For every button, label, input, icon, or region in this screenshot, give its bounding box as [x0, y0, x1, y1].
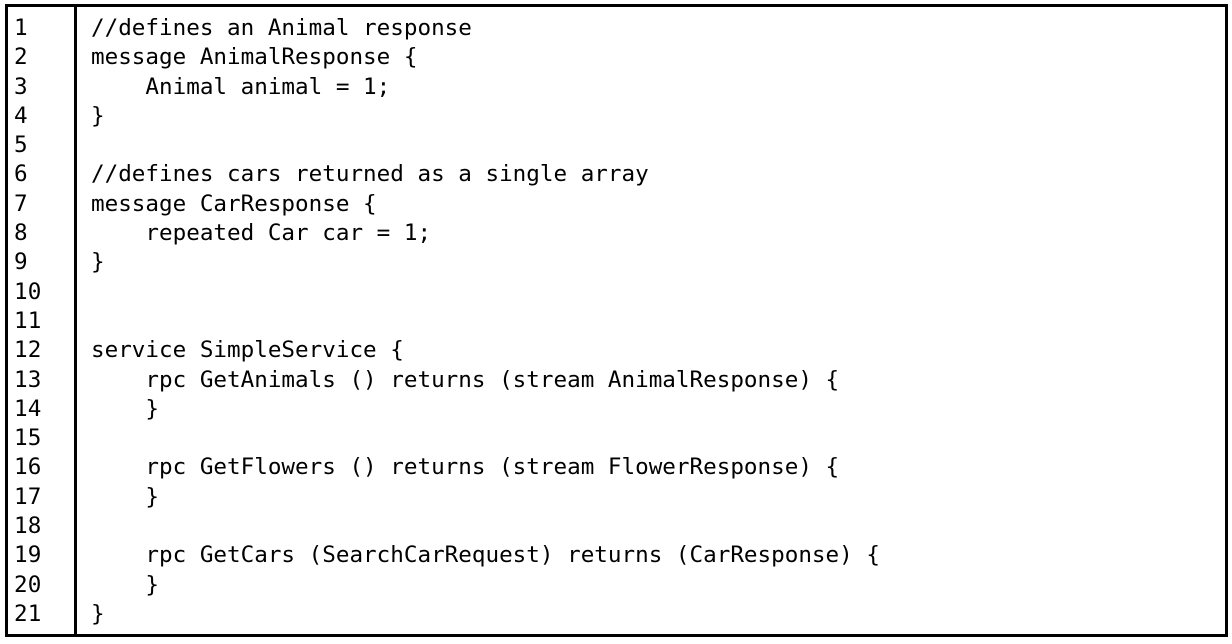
line-number: 17: [14, 483, 42, 510]
code-line[interactable]: //defines cars returned as a single arra…: [91, 161, 649, 188]
line-number: 1: [14, 15, 28, 41]
code-line[interactable]: repeated Car car = 1;: [91, 220, 432, 247]
line-number: 4: [14, 102, 28, 129]
line-number: 9: [14, 249, 28, 276]
code-line[interactable]: [91, 278, 1225, 307]
line-number: 13: [14, 366, 42, 393]
line-number: 2: [14, 44, 28, 71]
line-number: 15: [14, 425, 42, 452]
code-line[interactable]: }: [91, 600, 105, 627]
code-line[interactable]: [91, 307, 1225, 336]
line-number: 11: [14, 307, 42, 334]
code-line[interactable]: [91, 131, 1225, 160]
line-number: 5: [14, 132, 28, 159]
code-content[interactable]: //defines an Animal response message Anim…: [77, 7, 1225, 634]
code-line[interactable]: service SimpleService {: [91, 337, 404, 364]
line-number: 8: [14, 220, 28, 247]
code-line[interactable]: }: [91, 395, 160, 422]
code-line[interactable]: }: [91, 249, 105, 276]
line-number: 14: [14, 395, 42, 422]
code-line[interactable]: }: [91, 102, 105, 129]
code-line[interactable]: message AnimalResponse {: [91, 44, 418, 71]
line-number: 18: [14, 513, 42, 540]
line-number: 6: [14, 161, 28, 188]
code-line[interactable]: rpc GetFlowers () returns (stream Flower…: [91, 454, 840, 481]
line-number: 12: [14, 337, 42, 364]
line-number: 10: [14, 278, 42, 305]
code-line[interactable]: message CarResponse {: [91, 190, 377, 217]
code-line[interactable]: rpc GetAnimals () returns (stream Animal…: [91, 366, 840, 393]
code-line[interactable]: }: [91, 483, 160, 510]
code-line[interactable]: rpc GetCars (SearchCarRequest) returns (…: [91, 542, 880, 569]
line-number: 20: [14, 571, 42, 598]
code-line[interactable]: Animal animal = 1;: [91, 73, 391, 100]
line-number: 3: [14, 73, 28, 100]
code-line[interactable]: }: [91, 571, 160, 598]
line-number: 19: [14, 542, 42, 569]
code-line[interactable]: [91, 512, 1225, 541]
code-line[interactable]: [91, 424, 1225, 453]
line-number: 21: [14, 600, 42, 627]
code-line[interactable]: //defines an Animal response: [91, 15, 472, 41]
line-number: 16: [14, 454, 42, 481]
line-number: 7: [14, 190, 28, 217]
